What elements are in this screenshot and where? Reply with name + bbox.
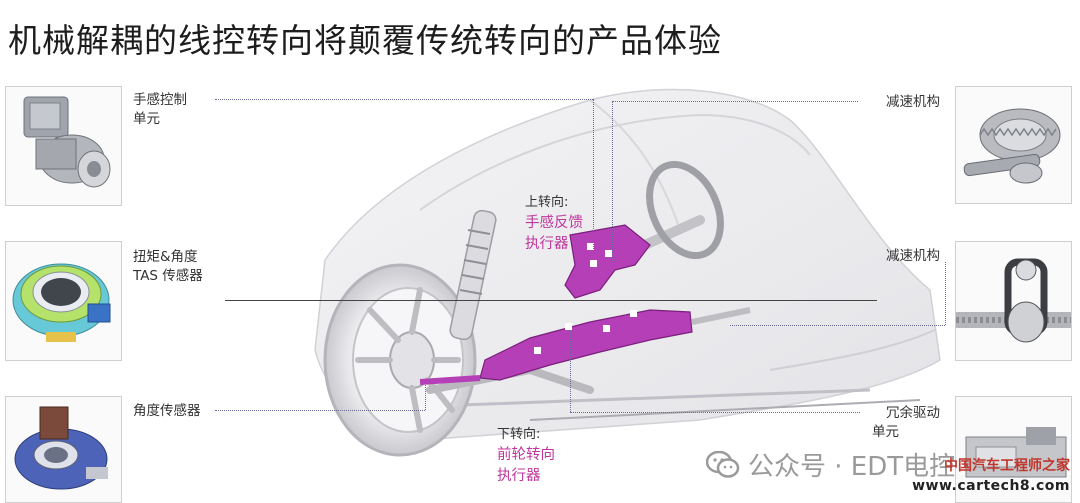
page-title: 机械解耦的线控转向将颠覆传统转向的产品体验 xyxy=(8,21,722,60)
reducer-gear-image xyxy=(955,86,1072,204)
torque-angle-sensor-image xyxy=(5,241,122,361)
upper-steering-line-1: 手感反馈 xyxy=(525,215,583,231)
lower-steering-line-2: 执行器 xyxy=(497,468,541,484)
redundant-drive-unit-label: 冗余驱动 单元 xyxy=(872,405,940,440)
brand-mark: 中国汽车工程师之家 www.cartech8.com xyxy=(912,455,1070,494)
leader-reducer-mid xyxy=(730,325,945,326)
steer-by-wire-illustration xyxy=(314,88,941,457)
reducer-belt-image xyxy=(955,241,1072,361)
front-wheel xyxy=(323,263,477,457)
upper-steering-line-2: 执行器 xyxy=(525,236,569,252)
leader-angle-sensor xyxy=(215,410,425,411)
leader-reducer-top xyxy=(612,101,858,102)
reducer-mid-label: 减速机构 xyxy=(886,248,940,264)
handfeel-control-unit-label: 手感控制 单元 xyxy=(133,92,187,127)
wechat-watermark: 公众号 · EDT电控 xyxy=(706,446,955,483)
torque-angle-sensor-label: 扭矩&角度 TAS 传感器 xyxy=(133,249,203,284)
reducer-top-label: 减速机构 xyxy=(886,94,940,110)
angle-sensor-image xyxy=(5,396,122,503)
leader-redundant xyxy=(570,412,860,413)
upper-handfeel-actuator xyxy=(564,224,651,299)
redundant-drive-unit-image xyxy=(955,396,1072,503)
lower-steering-line-1: 前轮转向 xyxy=(497,447,555,463)
watermark-text: 公众号 · EDT电控 xyxy=(748,452,956,482)
lower-steering-heading: 下转向: xyxy=(497,427,541,442)
leader-handfeel-drop xyxy=(593,99,594,249)
upper-steering-heading: 上转向: xyxy=(525,195,569,210)
leader-reducer-top-drop xyxy=(612,101,613,261)
upper-steering-callout: 上转向: 手感反馈 执行器 xyxy=(525,192,583,255)
handfeel-control-unit-image xyxy=(5,86,122,206)
wechat-icon xyxy=(706,450,740,478)
reference-line xyxy=(225,300,877,301)
lower-rack-actuator xyxy=(419,307,751,385)
leader-reducer-mid-drop xyxy=(945,262,946,325)
brand-url: www.cartech8.com xyxy=(912,478,1070,494)
lower-steering-callout: 下转向: 前轮转向 执行器 xyxy=(497,424,555,487)
brand-name: 中国汽车工程师之家 xyxy=(944,458,1070,474)
leader-angle-sensor-rise xyxy=(425,380,426,410)
leader-redundant-rise xyxy=(570,330,571,412)
angle-sensor-label: 角度传感器 xyxy=(133,403,201,419)
leader-handfeel xyxy=(215,99,593,100)
